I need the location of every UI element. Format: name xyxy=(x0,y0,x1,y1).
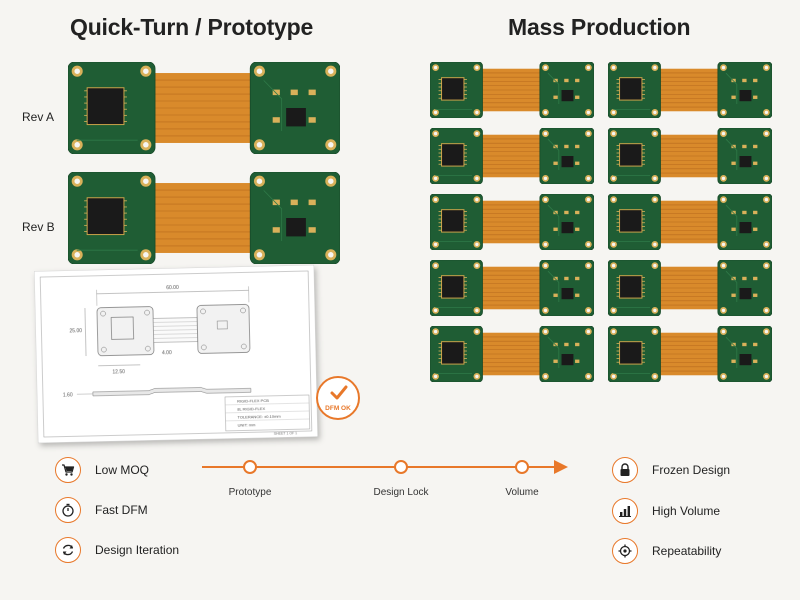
title-block-line: RIGID-FLEX PCB xyxy=(237,398,269,404)
feature-frozen-design: Frozen Design xyxy=(612,457,730,483)
bar-chart-icon xyxy=(612,498,638,524)
feature-label: High Volume xyxy=(652,504,721,518)
timeline-label-design-lock: Design Lock xyxy=(373,487,429,498)
feature-fast-dfm: Fast DFM xyxy=(55,497,148,523)
timeline-label-volume: Volume xyxy=(505,487,539,498)
title-block-line: 8L RIGID-FLEX xyxy=(237,406,265,412)
dfm-ok-stamp: DFM OK xyxy=(316,376,360,420)
dim-thickness: 1.60 xyxy=(63,392,73,398)
ic-chip xyxy=(441,209,465,233)
rev-b-label: Rev B xyxy=(22,220,55,234)
production-board xyxy=(430,128,594,184)
timeline-label-prototype: Prototype xyxy=(228,487,272,498)
ic-chip xyxy=(619,77,643,101)
production-board xyxy=(608,62,772,118)
feature-repeatability: Repeatability xyxy=(612,538,721,564)
production-board xyxy=(608,260,772,316)
production-board xyxy=(608,128,772,184)
production-board xyxy=(430,260,594,316)
dim-height: 25.00 xyxy=(69,328,82,334)
feature-label: Design Iteration xyxy=(95,543,180,557)
ic-chip xyxy=(441,341,465,365)
ic-chip xyxy=(441,275,465,299)
feature-low-moq: Low MOQ xyxy=(55,457,149,483)
feature-label: Repeatability xyxy=(652,544,722,558)
production-heading: Mass Production xyxy=(508,14,691,40)
feature-label: Fast DFM xyxy=(95,503,148,517)
checkmark-icon xyxy=(330,385,348,400)
feature-label: Low MOQ xyxy=(95,463,150,477)
cycle-arrows-icon xyxy=(55,537,81,563)
production-board xyxy=(430,194,594,250)
stamp-label: DFM OK xyxy=(325,405,351,412)
production-board xyxy=(430,326,594,382)
ic-chip xyxy=(86,87,125,126)
target-icon xyxy=(612,538,638,564)
stopwatch-icon xyxy=(55,497,81,523)
cart-icon xyxy=(55,457,81,483)
ic-chip xyxy=(441,77,465,101)
dim-width: 60.00 xyxy=(166,285,179,291)
rev-a-board xyxy=(68,62,340,154)
production-board xyxy=(430,62,594,118)
timeline-node-prototype xyxy=(243,460,257,474)
ic-chip xyxy=(619,341,643,365)
ic-chip xyxy=(619,275,643,299)
production-board xyxy=(608,326,772,382)
timeline-arrowhead xyxy=(554,460,568,474)
ic-chip xyxy=(619,143,643,167)
prototype-heading: Quick-Turn / Prototype xyxy=(70,14,314,40)
ic-chip xyxy=(619,209,643,233)
timeline-node-design-lock xyxy=(394,460,408,474)
title-block-line: UNIT: mm xyxy=(238,422,257,427)
production-board xyxy=(608,194,772,250)
timeline-node-volume xyxy=(515,460,529,474)
lock-icon xyxy=(612,457,638,483)
title-block-line: TOLERANCE: ±0.10mm xyxy=(237,414,281,420)
rev-a-label: Rev A xyxy=(22,110,55,124)
process-timeline xyxy=(202,460,568,474)
dim-pad: 12.50 xyxy=(112,369,125,375)
ic-chip xyxy=(441,143,465,167)
sheet-label: SHEET 1 OF 1 xyxy=(274,431,297,436)
ic-chip xyxy=(86,197,125,236)
engineering-drawing: 60.00 25.00 12.50 4.00 1.60 RIGID-FLEX P… xyxy=(34,264,318,444)
feature-high-volume: High Volume xyxy=(612,498,720,524)
dim-gap: 4.00 xyxy=(162,350,172,356)
feature-design-iteration: Design Iteration xyxy=(55,537,179,563)
rev-b-board xyxy=(68,172,340,264)
feature-label: Frozen Design xyxy=(652,463,731,477)
